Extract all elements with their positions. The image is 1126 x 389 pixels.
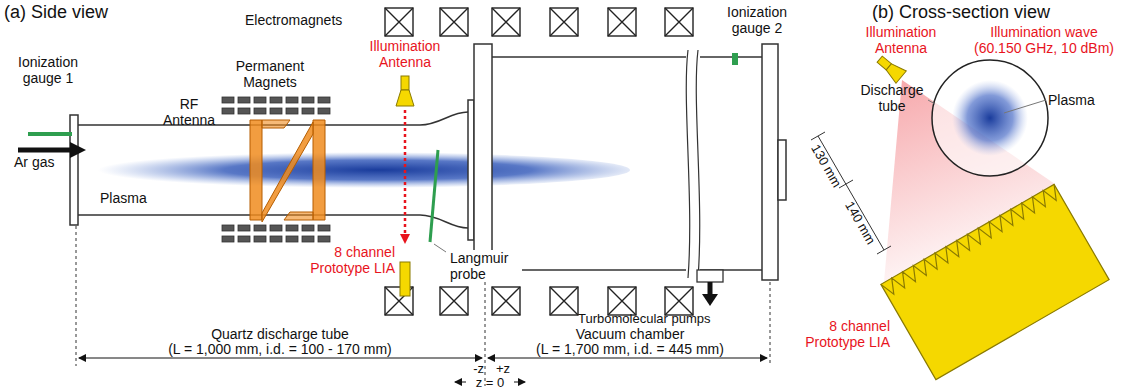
label: (L = 1,700 mm, i.d. = 445 mm) bbox=[500, 341, 760, 357]
electromagnet-coil bbox=[492, 8, 520, 36]
permanent-magnet bbox=[286, 108, 298, 114]
label: Turbomolecular pumps bbox=[578, 311, 728, 327]
permanent-magnet bbox=[238, 97, 250, 103]
label: +z bbox=[496, 361, 520, 377]
electromagnet-coil bbox=[550, 287, 578, 315]
electromagnet-cross bbox=[665, 8, 693, 36]
label: Ionization gauge 2 bbox=[717, 4, 797, 36]
permanent-magnet bbox=[222, 97, 234, 103]
electromagnet-cross bbox=[550, 8, 578, 36]
label: (L = 1,000 mm, i.d. = 100 - 170 mm) bbox=[130, 341, 430, 357]
label: (a) Side view bbox=[4, 2, 264, 23]
label: Plasma bbox=[100, 190, 160, 206]
permanent-magnet bbox=[286, 225, 298, 231]
permanent-magnet bbox=[238, 225, 250, 231]
label: Illumination wave (60.150 GHz, 10 dBm) bbox=[968, 24, 1120, 56]
electromagnet-coil bbox=[440, 287, 468, 315]
permanent-magnet bbox=[286, 97, 298, 103]
permanent-magnet bbox=[302, 225, 314, 231]
label: Electromagnets bbox=[245, 12, 365, 28]
electromagnet-coil bbox=[492, 287, 520, 315]
permanent-magnet bbox=[270, 236, 282, 242]
electromagnet-coil bbox=[385, 8, 413, 36]
permanent-magnet bbox=[254, 97, 266, 103]
electromagnet-cross bbox=[385, 8, 413, 36]
permanent-magnet bbox=[270, 225, 282, 231]
label: Illumination Antenna bbox=[360, 38, 450, 70]
electromagnet-cross bbox=[550, 287, 578, 315]
permanent-magnet bbox=[318, 108, 330, 114]
electromagnet-coil bbox=[608, 287, 636, 315]
electromagnet-cross bbox=[492, 287, 520, 315]
label: Plasma bbox=[1048, 92, 1108, 108]
label: Ar gas bbox=[14, 154, 74, 170]
electromagnet-cross bbox=[492, 8, 520, 36]
permanent-magnet bbox=[318, 236, 330, 242]
electromagnet-coil bbox=[665, 287, 693, 315]
label: Langmuir probe bbox=[448, 250, 522, 282]
permanent-magnet bbox=[302, 236, 314, 242]
label: Quartz discharge tube bbox=[130, 326, 430, 342]
permanent-magnet bbox=[270, 108, 282, 114]
permanent-magnet bbox=[222, 108, 234, 114]
electromagnet-cross bbox=[440, 287, 468, 315]
electromagnet-coil bbox=[440, 8, 468, 36]
permanent-magnet bbox=[302, 97, 314, 103]
electromagnet-cross bbox=[440, 8, 468, 36]
permanent-magnet bbox=[238, 108, 250, 114]
permanent-magnet bbox=[222, 225, 234, 231]
label: (b) Cross-section view bbox=[872, 2, 1122, 23]
permanent-magnet bbox=[254, 225, 266, 231]
label: 140 mm bbox=[838, 193, 882, 253]
label: Discharge tube bbox=[856, 82, 928, 114]
permanent-magnet bbox=[318, 225, 330, 231]
label: Ionization gauge 1 bbox=[8, 54, 88, 86]
label: RF Antenna bbox=[160, 96, 218, 128]
label: Permanent Magnets bbox=[230, 58, 310, 90]
permanent-magnet bbox=[270, 97, 282, 103]
label: 130 mm bbox=[804, 136, 848, 196]
label: 8 channel Prototype LIA bbox=[793, 318, 890, 350]
electromagnet-cross bbox=[608, 287, 636, 315]
permanent-magnet bbox=[286, 236, 298, 242]
electromagnet-coil bbox=[550, 8, 578, 36]
label: 8 channel Prototype LIA bbox=[298, 244, 395, 276]
permanent-magnet bbox=[222, 236, 234, 242]
label: -z bbox=[460, 361, 484, 377]
permanent-magnet bbox=[238, 236, 250, 242]
permanent-magnet bbox=[302, 108, 314, 114]
permanent-magnet bbox=[254, 236, 266, 242]
label: Illumination Antenna bbox=[856, 24, 946, 56]
label: Vacuum chamber bbox=[500, 326, 760, 342]
permanent-magnet bbox=[254, 108, 266, 114]
electromagnet-cross bbox=[608, 8, 636, 36]
electromagnet-coil bbox=[608, 8, 636, 36]
electromagnet-coil bbox=[665, 8, 693, 36]
permanent-magnet bbox=[318, 97, 330, 103]
label: z = 0 bbox=[466, 375, 514, 389]
electromagnet-cross bbox=[665, 287, 693, 315]
